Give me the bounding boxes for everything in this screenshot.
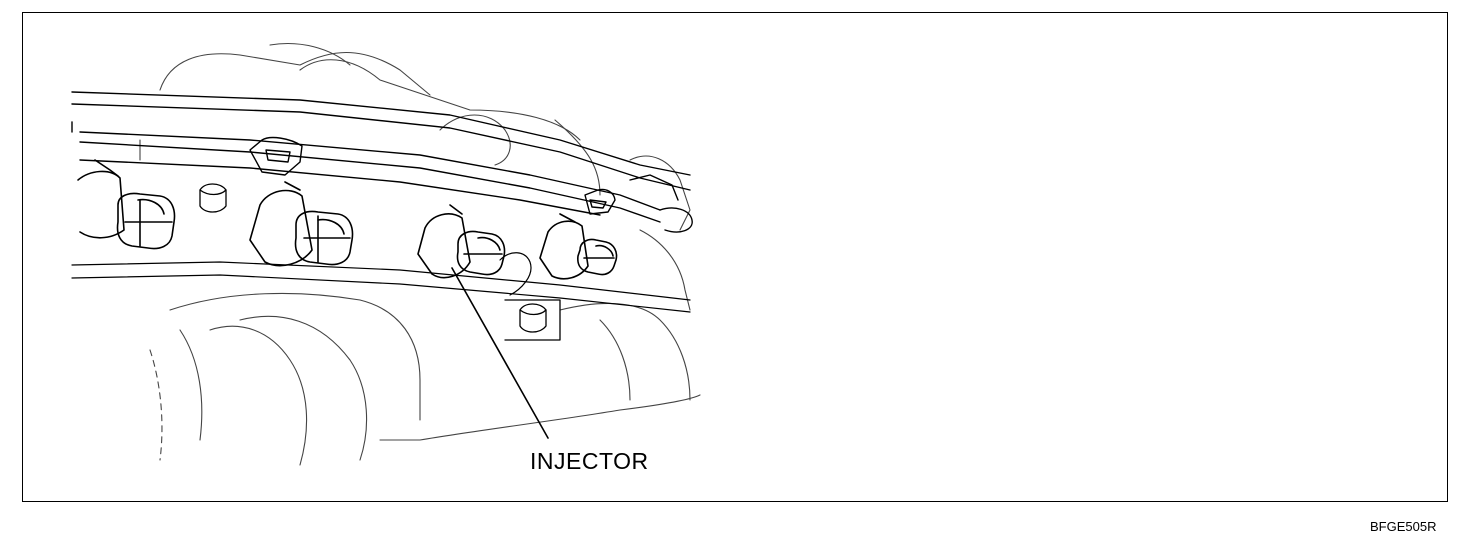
injector-icon	[249, 181, 354, 267]
intake-manifold	[71, 252, 691, 313]
injector-callout-label: INJECTOR	[530, 448, 649, 474]
fuel-rail	[71, 91, 693, 233]
bolt-icon	[199, 183, 561, 341]
injector-icon	[77, 159, 176, 250]
injector-icon	[417, 204, 506, 279]
diagram-frame	[22, 12, 1448, 502]
rail-bracket	[249, 136, 616, 215]
engine-block-outline	[139, 42, 701, 466]
injector-icon	[539, 213, 618, 280]
injector-leader-line	[451, 267, 549, 439]
figure-code: BFGE505R	[1370, 519, 1437, 534]
